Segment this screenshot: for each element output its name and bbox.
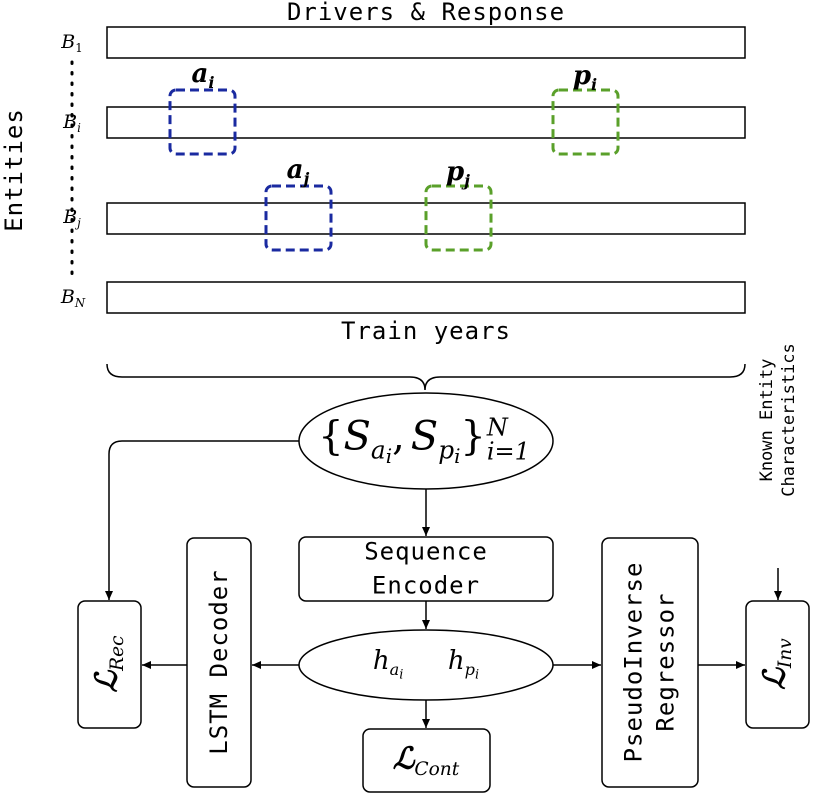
regressor-label: PseudoInverse Regressor	[619, 561, 680, 763]
known-characteristics-label: Known Entity Characteristics	[756, 343, 800, 497]
entity-bar-bn	[106, 281, 746, 314]
loss-inv-box	[745, 600, 810, 729]
known-label-line2: Characteristics	[779, 343, 799, 497]
window-pj	[424, 184, 493, 252]
row-label-bi: Bi	[63, 111, 81, 136]
regressor-box	[601, 537, 699, 788]
decoder-box	[186, 537, 252, 788]
entity-bar-b1	[106, 26, 746, 59]
loss-inv-label: ℒInv	[757, 638, 796, 690]
entities-label: Entities	[0, 108, 28, 232]
bottom-title: Train years	[341, 317, 511, 345]
top-title: Drivers & Response	[286, 0, 566, 26]
known-label-line1: Known Entity	[756, 358, 777, 482]
window-label-pj: pj	[445, 157, 471, 190]
loss-cont-label: ℒCont	[392, 741, 460, 780]
row-label-bn: BN	[60, 286, 86, 311]
window-ai	[168, 88, 237, 156]
embedding-label: hai hpi	[372, 646, 480, 682]
window-label-aj: aj	[286, 155, 310, 188]
window-label-ai: ai	[191, 59, 215, 92]
window-label-pi: pi	[572, 61, 598, 94]
train-years-brace	[106, 363, 746, 391]
row-label-bj: Bj	[63, 206, 81, 231]
window-aj	[264, 184, 333, 252]
arrow-set-to-rec	[105, 440, 299, 600]
decoder-label: LSTM Decoder	[205, 569, 233, 755]
window-pi	[551, 88, 620, 156]
encoder-label: Sequence Encoder	[364, 537, 488, 599]
row-label-b1: B1	[61, 31, 83, 56]
loss-rec-box	[77, 600, 142, 729]
loss-cont-box	[362, 728, 491, 793]
loss-rec-label: ℒRec	[89, 635, 128, 693]
entity-bar-bi	[106, 106, 746, 139]
